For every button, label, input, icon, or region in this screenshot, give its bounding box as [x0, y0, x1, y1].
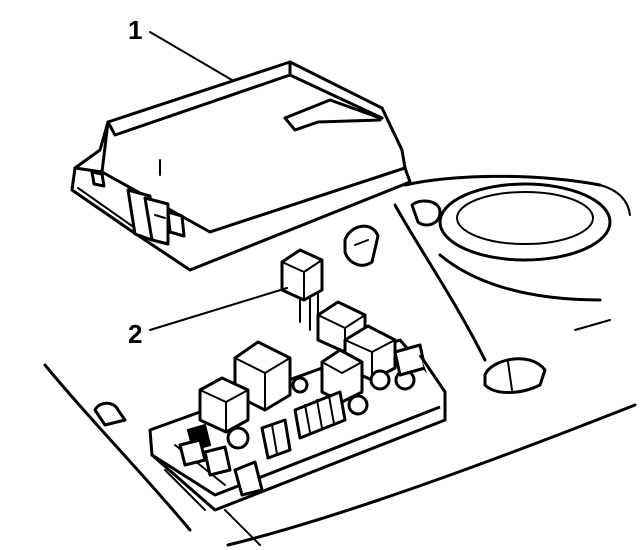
callout-1-number: 1	[128, 15, 142, 45]
vehicle-body-outline	[43, 174, 637, 547]
reservoir-cap	[410, 182, 612, 262]
hose-end	[483, 357, 547, 394]
fuse-block-cover	[70, 60, 412, 272]
relay-being-installed	[280, 248, 324, 331]
callout-2-number: 2	[128, 319, 142, 349]
callout-2-leader-line	[149, 287, 288, 331]
callout-1-leader-line	[149, 31, 233, 81]
mounting-bracket	[343, 224, 380, 267]
callout-1: 1	[128, 15, 233, 81]
callout-2: 2	[128, 287, 288, 349]
side-clip	[93, 401, 127, 427]
fuse-block-base	[148, 300, 447, 546]
